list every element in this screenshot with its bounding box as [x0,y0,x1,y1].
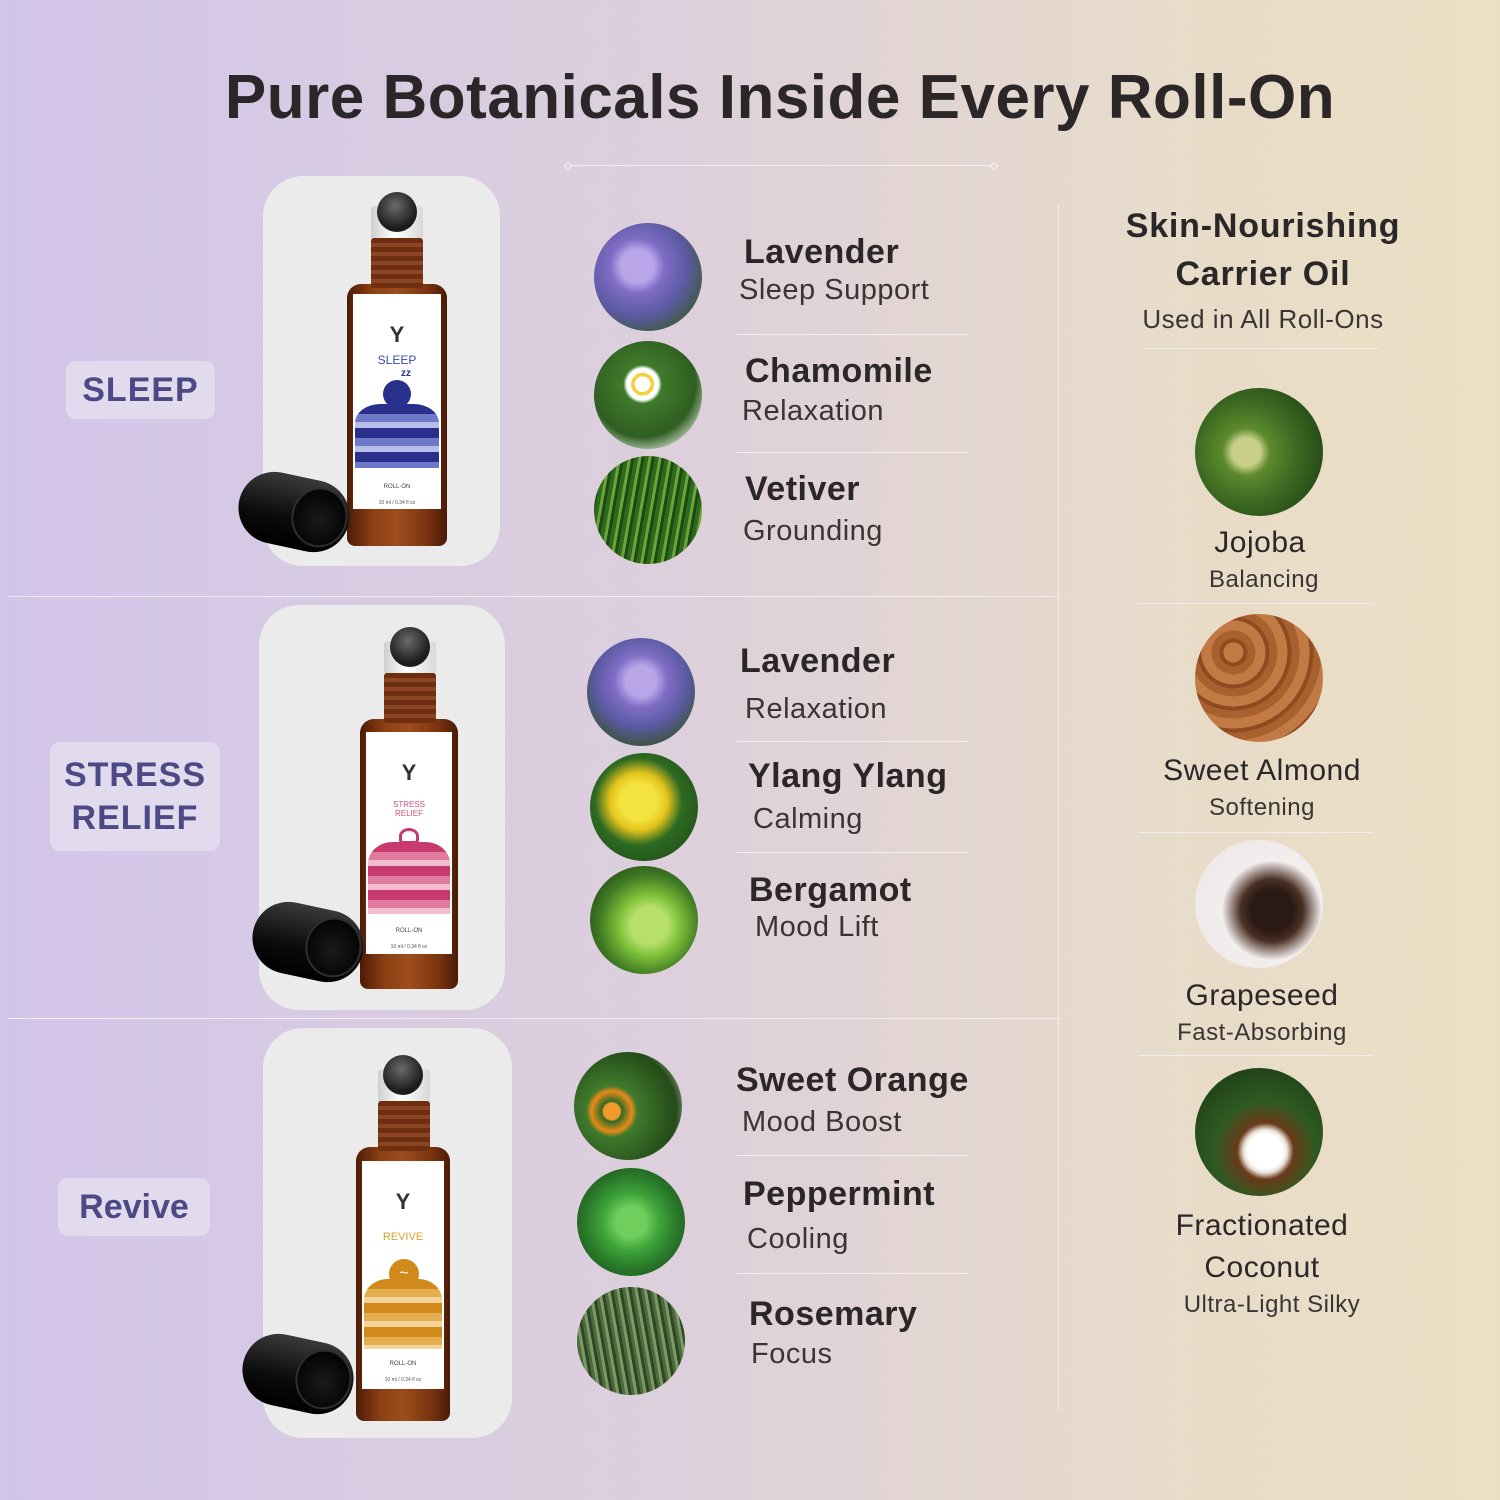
blend-badge-stress-relief: STRESS RELIEF [50,742,220,851]
roll-on-text: ROLL-ON [389,1361,417,1367]
ingredient-name: Vetiver [745,470,861,508]
volume-text: 10 ml / 0.34 fl oz [384,1377,422,1383]
moon-icon [383,380,411,408]
rosemary-sprig-icon [577,1287,685,1395]
ingredient-benefit: Focus [751,1338,833,1370]
ingredient-benefit: Relaxation [745,693,888,725]
section-divider [8,596,1058,597]
roll-on-text: ROLL-ON [395,928,423,934]
ingredient-benefit: Calming [753,803,863,835]
ingredient-name: Lavender [744,233,900,271]
brand-logo-icon: Y [401,760,417,785]
carrier-oil-item: Sweet Almond Softening [1163,754,1361,821]
ingredient-divider [735,334,968,335]
ingredient-benefit: Mood Boost [742,1106,902,1138]
page-title: Pure Botanicals Inside Every Roll-On [224,63,1336,132]
carrier-divider [1145,348,1380,349]
carrier-subtitle: Used in All Roll-Ons [1142,304,1384,334]
title-divider [563,161,999,171]
jojoba-seeds-icon [1195,388,1323,516]
bottle-label-text: SLEEP [377,353,417,367]
ylang-ylang-flower-icon [590,753,698,861]
ingredient-benefit: Grounding [743,515,883,547]
lavender-flower-icon [594,223,702,331]
wave-graphic [364,1279,442,1349]
lavender-flower-icon [587,638,695,746]
carrier-title-line: Skin-Nourishing [1125,207,1401,245]
ingredient-benefit: Cooling [747,1223,849,1255]
carrier-oil-item: Grapeseed Fast-Absorbing [1177,979,1347,1046]
sleep-z-icon: zz [401,368,411,379]
ingredient-divider [735,1155,968,1156]
bergamot-fruit-icon [590,866,698,974]
ingredient-benefit: Relaxation [742,395,885,427]
blend-badge-revive: Revive [58,1178,210,1236]
ingredient-name: Bergamot [749,871,912,909]
chamomile-flower-icon [594,341,702,449]
peppermint-leaves-icon [577,1168,685,1276]
ingredient-name: Chamomile [745,352,933,390]
column-divider [1058,205,1059,1410]
roll-on-text: ROLL-ON [383,484,411,490]
brand-logo-icon: Y [389,322,405,347]
ingredient-benefit: Mood Lift [755,911,879,943]
roll-on-bottle-stress-relief: Y STRESS RELIEF ROLL-ON 10 ml / 0.34 fl … [360,627,458,992]
carrier-divider [1138,603,1373,604]
section-divider [8,1018,1058,1019]
brand-logo-icon: Y [395,1189,411,1214]
roll-on-bottle-sleep: Y SLEEP zz ROLL-ON 10 ml / 0.34 fl oz [347,192,447,554]
bottle-label-text: STRESS RELIEF [392,800,425,818]
carrier-title-line: Carrier Oil [1175,255,1351,293]
vetiver-grass-icon [594,456,702,564]
ingredient-name: Rosemary [749,1295,918,1333]
bottle-label-text: REVIVE [382,1231,424,1243]
ingredient-name: Ylang Ylang [748,757,948,795]
carrier-divider [1138,832,1373,833]
ingredient-divider [735,852,968,853]
grape-seeds-icon [1195,840,1323,968]
volume-text: 10 ml / 0.34 fl oz [390,944,428,950]
roll-on-bottle-revive: Y REVIVE ~ ROLL-ON 10 ml / 0.34 fl oz [356,1055,450,1425]
coconut-icon [1195,1068,1323,1196]
carrier-oil-item: Fractionated Coconut Ultra-Light Silky [1175,1209,1361,1318]
ingredient-name: Lavender [740,642,896,680]
wave-graphic [355,404,439,468]
orange-tree-icon [574,1052,682,1160]
ingredient-name: Sweet Orange [736,1061,969,1099]
ingredient-divider [735,452,968,453]
carrier-divider [1138,1055,1373,1056]
ingredient-benefit: Sleep Support [739,274,930,306]
carrier-oil-header: Skin-Nourishing Carrier Oil Used in All … [1080,202,1446,335]
carrier-oil-item: Jojoba Balancing [1209,526,1319,593]
wave-graphic [368,842,450,914]
blend-badge-sleep: SLEEP [66,361,215,419]
volume-text: 10 ml / 0.34 fl oz [378,500,416,506]
almonds-icon [1195,614,1323,742]
ingredient-divider [735,741,968,742]
ingredient-name: Peppermint [743,1175,936,1213]
ingredient-divider [735,1273,968,1274]
